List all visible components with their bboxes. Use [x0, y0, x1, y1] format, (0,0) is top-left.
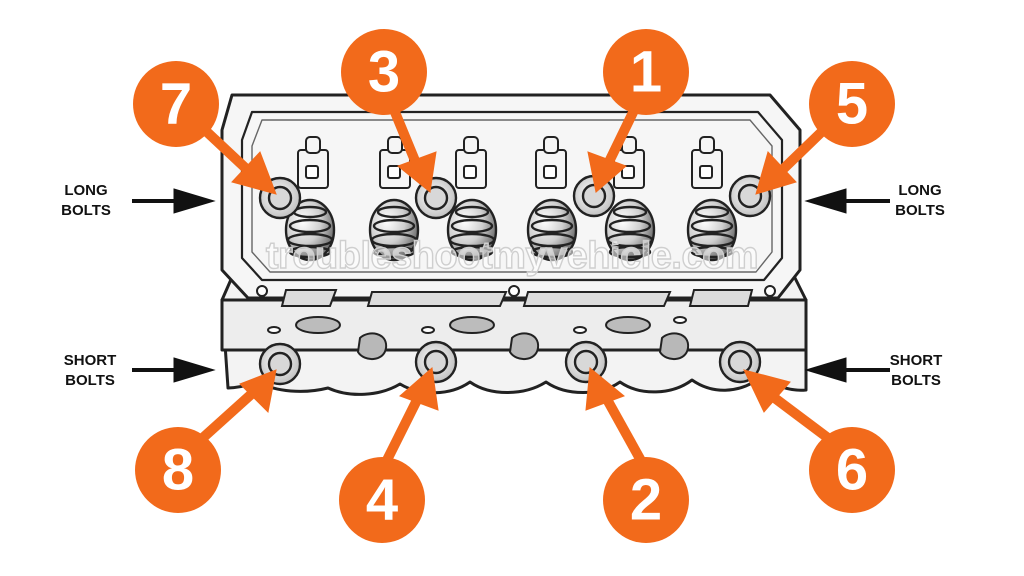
- intake-ports: [267, 316, 690, 360]
- valve-spring-5: [604, 198, 656, 262]
- rail-slots: [256, 285, 776, 307]
- arrow-long-right: [804, 188, 890, 214]
- valve-springs: [284, 198, 738, 262]
- badge-8: 8: [135, 427, 221, 513]
- badge-2: 2: [603, 457, 689, 543]
- valve-spring-6: [686, 198, 738, 262]
- short-bolts-label-left-line2: BOLTS: [65, 372, 115, 389]
- short-bolts-label-right: SHORT BOLTS: [876, 351, 956, 391]
- arrow-short-right: [804, 357, 890, 383]
- bolt-1: [572, 174, 616, 218]
- badge-1: 1: [603, 29, 689, 115]
- side-arrows: [132, 188, 890, 383]
- svg-text:5: 5: [836, 72, 868, 137]
- long-bolts-label-left-line2: BOLTS: [61, 202, 111, 219]
- short-bolts-label-left: SHORT BOLTS: [50, 351, 130, 391]
- sequence-badges: 7 3 1 5 8 4 2 6: [133, 29, 895, 543]
- bolt-4: [414, 340, 458, 384]
- svg-text:8: 8: [162, 438, 194, 503]
- long-bolts-label-left-line1: LONG: [64, 182, 108, 199]
- svg-text:4: 4: [366, 468, 398, 533]
- svg-text:3: 3: [368, 40, 400, 105]
- arrow-long-left: [132, 188, 216, 214]
- pointer-6: [743, 369, 839, 448]
- rocker-5: [613, 136, 645, 189]
- bolt-2: [564, 340, 608, 384]
- badge-5: 5: [809, 61, 895, 147]
- bolt-5: [728, 174, 772, 218]
- valve-spring-3: [446, 198, 498, 262]
- long-bolts-label-right-line2: BOLTS: [895, 202, 945, 219]
- rocker-3: [455, 136, 487, 189]
- long-bolts-label-right-line1: LONG: [898, 182, 942, 199]
- badge-3: 3: [341, 29, 427, 115]
- badge-4: 4: [339, 457, 425, 543]
- short-bolts-label-right-line1: SHORT: [889, 352, 943, 369]
- valve-spring-2: [368, 198, 420, 262]
- rocker-6: [691, 136, 723, 189]
- rocker-arms: [297, 136, 723, 189]
- rocker-2: [379, 136, 411, 189]
- valve-spring-4: [526, 198, 578, 262]
- badge-6: 6: [809, 427, 895, 513]
- badge-7: 7: [133, 61, 219, 147]
- rocker-1: [297, 136, 329, 189]
- pointer-8: [192, 369, 277, 448]
- short-bolts-label-left-line1: SHORT: [63, 352, 117, 369]
- svg-text:7: 7: [160, 72, 192, 137]
- long-bolts-label-right: LONG BOLTS: [880, 181, 960, 221]
- watermark: troubleshootmyvehicle.com: [266, 235, 758, 277]
- svg-text:6: 6: [836, 438, 868, 503]
- valve-spring-1: [284, 198, 336, 262]
- rocker-4: [535, 136, 567, 189]
- svg-text:1: 1: [630, 40, 662, 105]
- short-bolts-label-right-line2: BOLTS: [891, 372, 941, 389]
- long-bolts-label-left: LONG BOLTS: [46, 181, 126, 221]
- pointer-4: [379, 367, 439, 469]
- svg-text:2: 2: [630, 468, 662, 533]
- head-top-plate: [220, 93, 802, 300]
- arrow-short-left: [132, 357, 216, 383]
- pointer-2: [585, 367, 649, 469]
